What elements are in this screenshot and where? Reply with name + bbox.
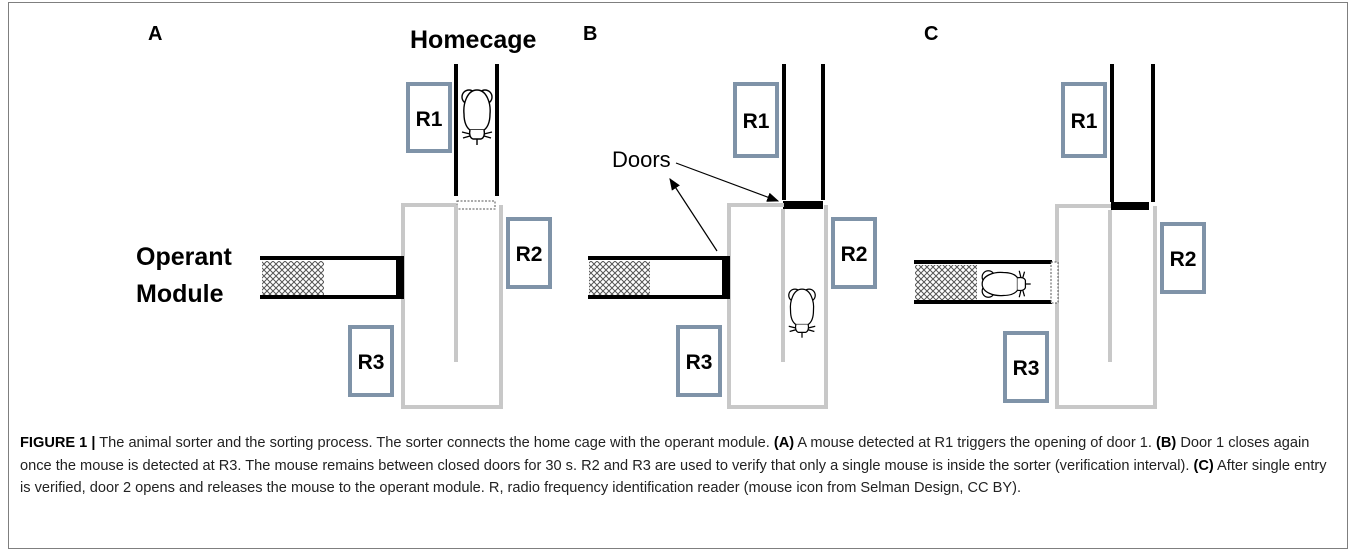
caption-text-c: After single entry is verified, door 2 o… [20,457,1327,497]
caption-text-intro: The animal sorter and the sorting proces… [95,435,774,451]
panel-c: C R1 R2 R3 [914,23,1206,409]
doors-arrow-door-1 [675,162,780,202]
sorter-outline [1055,204,1157,409]
panel-c-letter: C [924,23,938,45]
reader-r2 [1160,222,1206,294]
reader-r3 [676,325,722,397]
operant-module-grid [589,261,650,295]
reader-r2-label: R2 [841,243,868,266]
door-2-closed [722,256,730,299]
operant-module-label-line2: Module [136,280,224,308]
panel-a: A Homecage R1 R2 R3 Operant Module [136,23,552,409]
mouse-icon [461,89,493,146]
doors-label: Doors [612,147,671,172]
sorter-outline [727,203,828,409]
homecage-label: Homecage [410,26,537,54]
doors-arrow-door-2 [669,177,718,252]
panel-b: B R1 R2 R3 Doors [583,23,877,409]
operant-module-label-line1: Operant [136,243,233,271]
door-2-open [1050,261,1059,304]
caption-text-a: A mouse detected at R1 triggers the open… [794,435,1157,451]
operant-module-grid [915,265,977,300]
door-1-closed [1111,202,1149,210]
reader-r1-label: R1 [743,110,770,133]
caption-tag-b: (B) [1156,435,1177,451]
reader-r1 [1061,82,1107,158]
figure-frame [8,2,1348,549]
reader-r3-label: R3 [686,351,713,374]
reader-r3-label: R3 [358,351,385,374]
figure-label: FIGURE 1 | [20,435,96,451]
panel-b-letter: B [583,23,597,45]
reader-r2 [831,217,877,289]
mouse-icon [788,288,816,339]
door-1-open [456,200,496,210]
reader-r1-label: R1 [416,108,443,131]
mouse-icon [981,270,1032,298]
reader-r1 [733,82,779,158]
panel-a-letter: A [148,23,162,45]
reader-r2-label: R2 [516,243,543,266]
figure-caption: FIGURE 1 | The animal sorter and the sor… [20,432,1338,500]
caption-text-b: Door 1 closes again once the mouse is de… [20,435,1310,474]
reader-r1 [406,82,452,153]
reader-r3 [1003,331,1049,403]
caption-tag-c: (C) [1193,457,1214,474]
reader-r3 [348,325,394,397]
reader-r2 [506,217,552,289]
sorter-diagram: A Homecage R1 R2 R3 Operant Module B R1 [136,23,1206,409]
reader-r1-label: R1 [1071,110,1098,133]
operant-module-grid [262,261,324,295]
reader-r2-label: R2 [1170,248,1197,271]
door-2-closed [396,256,404,299]
reader-r3-label: R3 [1013,357,1040,380]
sorter-outline [401,203,503,409]
door-1-closed [783,201,823,209]
caption-tag-a: (A) [773,435,795,451]
